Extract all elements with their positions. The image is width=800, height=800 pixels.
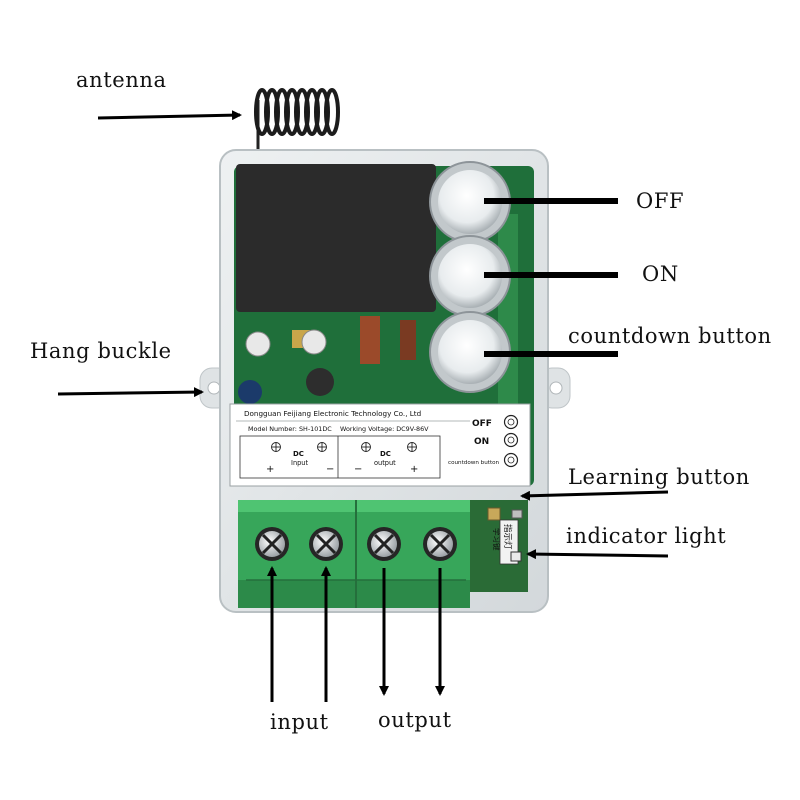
callout-antenna: antenna	[76, 68, 167, 92]
callout-input: input	[270, 710, 329, 734]
dc-label-left: DC	[293, 450, 304, 458]
screw-terminal-2[interactable]	[309, 527, 343, 561]
learn-label-cn: 学习键	[492, 528, 502, 551]
panel-on-label: ON	[474, 437, 489, 447]
callout-off: OFF	[636, 189, 684, 213]
indicator-light-arrow	[526, 549, 669, 560]
panel-countdown-label: countdown button	[448, 460, 500, 466]
countdown-button[interactable]	[429, 311, 511, 393]
plus-sign-1: +	[266, 464, 274, 475]
callout-arrows	[57, 110, 669, 702]
screw-terminal-3[interactable]	[367, 527, 401, 561]
callout-output: output	[378, 708, 452, 732]
screw-terminal-1[interactable]	[255, 527, 289, 561]
input-label: Input	[291, 459, 308, 467]
plus-sign-2: +	[410, 464, 418, 475]
callout-learning-button: Learning button	[568, 465, 750, 489]
callout-hang-buckle: Hang buckle	[30, 339, 172, 363]
antenna-arrow	[97, 110, 242, 121]
company-name: Dongguan Feijiang Electronic Technology …	[244, 409, 421, 418]
callout-on: ON	[642, 262, 679, 286]
hang-buckle-arrow	[57, 387, 204, 398]
minus-sign-2: −	[354, 464, 362, 475]
working-voltage: Working Voltage: DC9V-86V	[340, 425, 429, 433]
indicator-light	[510, 551, 522, 562]
indicator-label-cn: 指示灯	[502, 524, 513, 550]
learning-button-arrow	[520, 490, 669, 501]
minus-sign-1: −	[326, 464, 334, 475]
relay-module	[236, 164, 436, 312]
panel-off-label: OFF	[472, 419, 492, 429]
callout-countdown-button: countdown button	[568, 324, 772, 348]
callout-indicator-light: indicator light	[566, 524, 726, 548]
model-number: Model Number: SH-101DC	[248, 425, 332, 433]
output-label: output	[374, 459, 396, 467]
label-panel: Dongguan Feijiang Electronic Technology …	[229, 403, 531, 487]
learning-button[interactable]	[511, 509, 523, 519]
screw-terminal-4[interactable]	[423, 527, 457, 561]
antenna	[254, 88, 340, 150]
dc-label-right: DC	[380, 450, 391, 458]
